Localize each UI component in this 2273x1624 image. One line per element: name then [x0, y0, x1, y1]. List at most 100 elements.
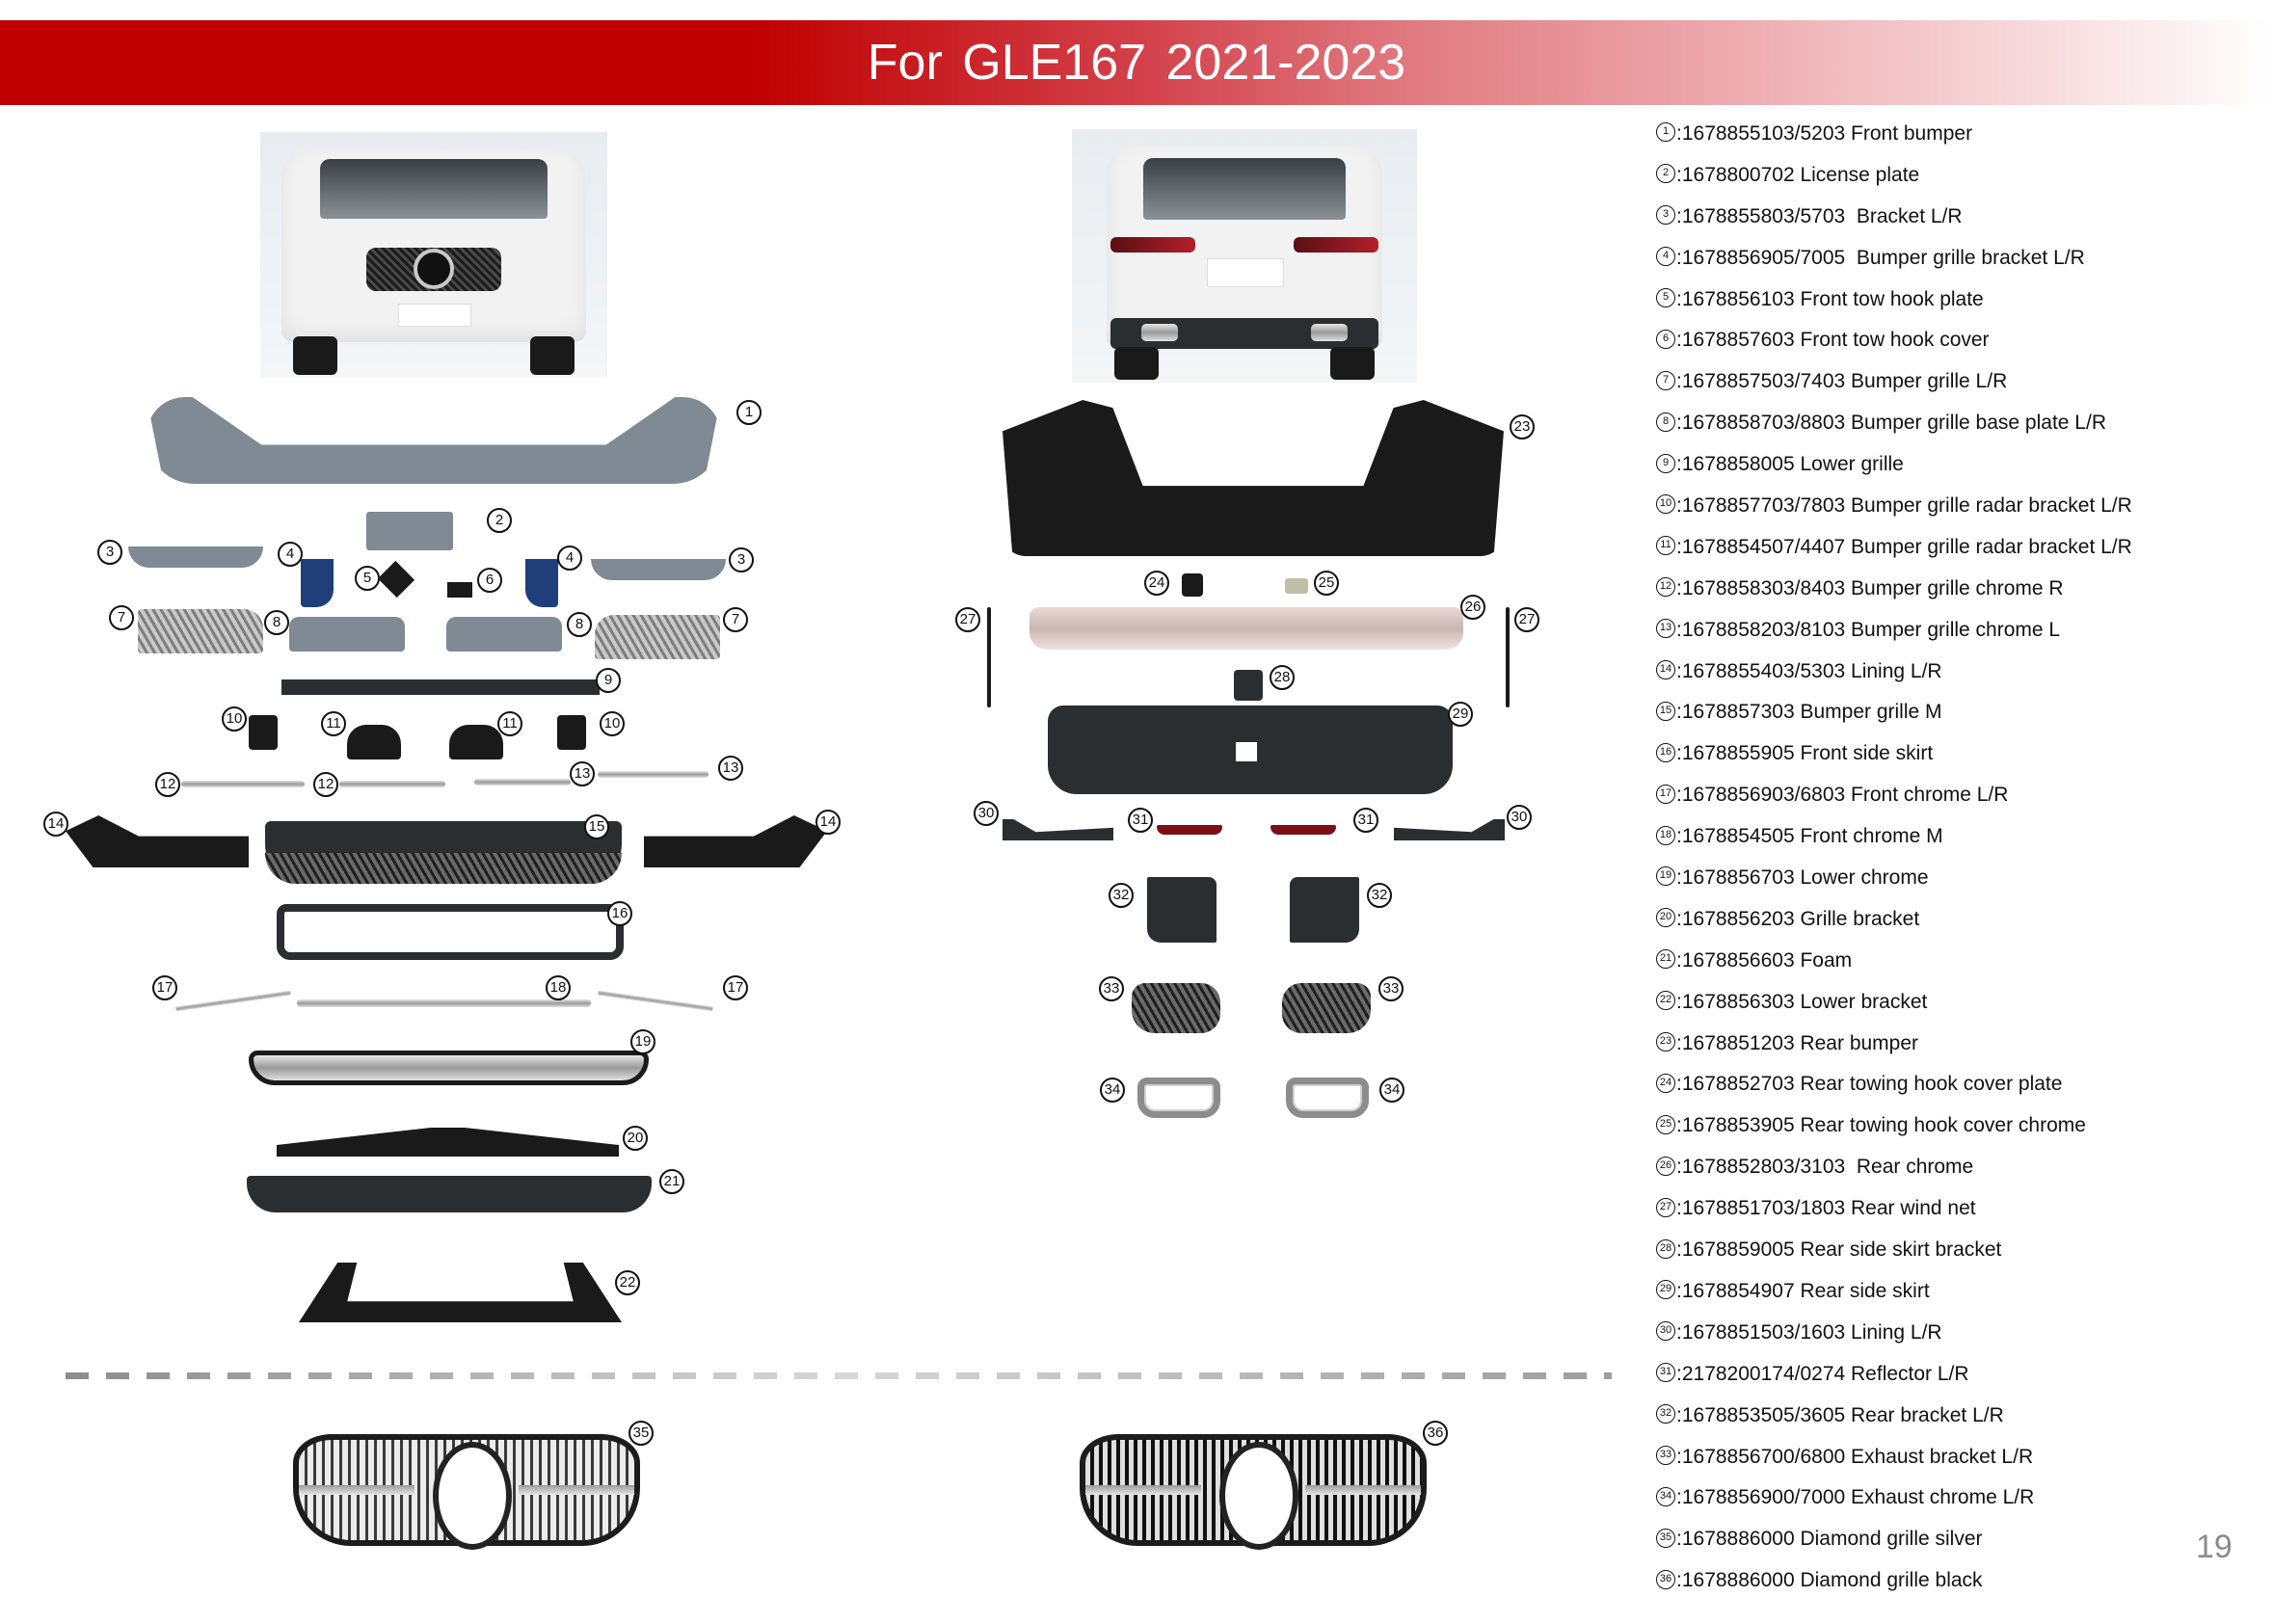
part-rear-side-skirt-bracket: [1234, 670, 1263, 701]
item-text: :1678855403/5303 Lining L/R: [1676, 659, 1942, 682]
parts-list-item: 27:1678851703/1803 Rear wind net: [1656, 1188, 2234, 1230]
callout-33-left: 33: [1099, 976, 1124, 1001]
part-rear-hook-cover-plate: [1182, 573, 1203, 597]
parts-list-item: 15:1678857303 Bumper grille M: [1656, 692, 2234, 733]
part-rear-wind-net-right: [1506, 607, 1510, 707]
callout-32-left: 32: [1109, 883, 1134, 908]
part-exhaust-bracket-left: [1132, 983, 1220, 1033]
part-foam: [247, 1176, 652, 1212]
item-number-icon: 26: [1656, 1156, 1675, 1176]
item-text: :1678851703/1803 Rear wind net: [1676, 1197, 1976, 1220]
rear-car-photo: [1072, 129, 1417, 383]
part-rear-wind-net-left: [987, 607, 991, 707]
part-grille-chrome-r-1: [181, 781, 305, 787]
part-radar-bracket-2-left: [347, 725, 401, 759]
item-number-icon: 10: [1656, 494, 1675, 515]
part-grille-bracket-right: [525, 559, 558, 607]
part-bracket-left: [128, 546, 263, 568]
item-text: :1678854507/4407 Bumper grille radar bra…: [1676, 535, 2132, 558]
item-number-icon: 9: [1656, 453, 1675, 473]
item-number-icon: 33: [1656, 1445, 1675, 1465]
item-number-icon: 11: [1656, 536, 1675, 556]
part-rear-bracket-right: [1290, 877, 1359, 943]
item-text: :1678853505/3605 Rear bracket L/R: [1676, 1403, 2004, 1426]
callout-3-right: 3: [729, 547, 754, 572]
part-rear-lining-right: [1394, 819, 1505, 840]
callout-10-right: 10: [600, 711, 625, 736]
item-number-icon: 12: [1656, 577, 1675, 598]
callout-3-left: 3: [97, 540, 122, 565]
callout-23: 23: [1510, 414, 1535, 439]
item-number-icon: 7: [1656, 370, 1675, 390]
part-grille-bracket: [277, 1128, 619, 1157]
item-number-icon: 30: [1656, 1321, 1675, 1342]
item-number-icon: 24: [1656, 1073, 1675, 1093]
part-tow-hook-plate: [377, 560, 415, 599]
callout-12-right: 12: [313, 772, 338, 797]
parts-list-item: 36:1678886000 Diamond grille black: [1656, 1560, 2234, 1602]
emblem-mount-icon: [433, 1442, 512, 1550]
parts-list-item: 28:1678859005 Rear side skirt bracket: [1656, 1230, 2234, 1271]
part-grille-bracket-left: [301, 559, 334, 607]
parts-list: 1:1678855103/5203 Front bumper 2:1678800…: [1656, 114, 2234, 1602]
parts-list-item: 12:1678858303/8403 Bumper grille chrome …: [1656, 569, 2234, 610]
part-lining-right: [644, 815, 827, 867]
callout-13-right: 13: [718, 756, 743, 781]
parts-list-item: 7:1678857503/7403 Bumper grille L/R: [1656, 361, 2234, 403]
callout-7-left: 7: [109, 605, 134, 630]
part-exhaust-bracket-right: [1282, 983, 1371, 1033]
part-tow-hook-cover: [447, 582, 472, 598]
callout-30-left: 30: [974, 801, 999, 826]
item-number-icon: 34: [1656, 1486, 1675, 1506]
part-rear-hook-cover-chrome: [1285, 578, 1308, 594]
parts-list-item: 6:1678857603 Front tow hook cover: [1656, 320, 2234, 361]
item-text: :1678854505 Front chrome M: [1676, 825, 1943, 848]
callout-27-right: 27: [1514, 607, 1539, 632]
callout-34-right: 34: [1379, 1078, 1404, 1103]
callout-32-right: 32: [1367, 883, 1392, 908]
part-lower-chrome: [249, 1051, 649, 1085]
parts-list-item: 25:1678853905 Rear towing hook cover chr…: [1656, 1105, 2234, 1147]
part-lining-left: [66, 815, 249, 867]
part-bracket-right: [591, 559, 726, 580]
item-number-icon: 5: [1656, 288, 1675, 308]
item-number-icon: 29: [1656, 1280, 1675, 1300]
parts-list-item: 33:1678856700/6800 Exhaust bracket L/R: [1656, 1437, 2234, 1478]
license-plate-blank: [398, 304, 471, 327]
callout-31-right: 31: [1353, 808, 1378, 833]
parts-list-item: 31:2178200174/0274 Reflector L/R: [1656, 1354, 2234, 1396]
part-bumper-grille-m-mesh: [265, 853, 622, 884]
callout-17-right: 17: [723, 975, 748, 1000]
callout-2: 2: [487, 508, 512, 533]
parts-list-item: 26:1678852803/3103 Rear chrome: [1656, 1147, 2234, 1188]
part-diamond-grille-black: [1080, 1434, 1427, 1550]
item-number-icon: 18: [1656, 825, 1675, 845]
item-number-icon: 8: [1656, 412, 1675, 432]
item-text: :1678800702 License plate: [1676, 163, 1920, 186]
callout-28: 28: [1270, 665, 1295, 690]
license-plate-blank: [1207, 258, 1284, 287]
callout-35: 35: [628, 1421, 654, 1446]
part-reflector-right: [1270, 825, 1336, 835]
parts-list-item: 18:1678854505 Front chrome M: [1656, 816, 2234, 858]
windshield: [320, 159, 548, 219]
parts-list-item: 23:1678851203 Rear bumper: [1656, 1024, 2234, 1065]
part-front-side-skirt: [277, 904, 624, 960]
mercedes-star-icon: [414, 249, 454, 289]
callout-14-right: 14: [816, 810, 841, 835]
part-radar-bracket-2-right: [449, 725, 503, 759]
grille-bar-right: [1305, 1485, 1421, 1495]
callout-17-left: 17: [152, 975, 177, 1000]
wheel-left: [1114, 347, 1159, 380]
item-number-icon: 13: [1656, 619, 1675, 639]
item-text: :1678852803/3103 Rear chrome: [1676, 1156, 1974, 1179]
taillight-right: [1294, 237, 1378, 253]
item-text: :1678857303 Bumper grille M: [1676, 701, 1942, 724]
parts-list-item: 14:1678855403/5303 Lining L/R: [1656, 652, 2234, 693]
item-text: :1678856905/7005 Bumper grille bracket L…: [1676, 246, 2085, 269]
parts-list-item: 11:1678854507/4407 Bumper grille radar b…: [1656, 527, 2234, 569]
parts-list-item: 9:1678858005 Lower grille: [1656, 444, 2234, 486]
part-front-bumper: [147, 397, 721, 484]
item-number-icon: 1: [1656, 122, 1675, 143]
callout-26: 26: [1460, 595, 1485, 620]
